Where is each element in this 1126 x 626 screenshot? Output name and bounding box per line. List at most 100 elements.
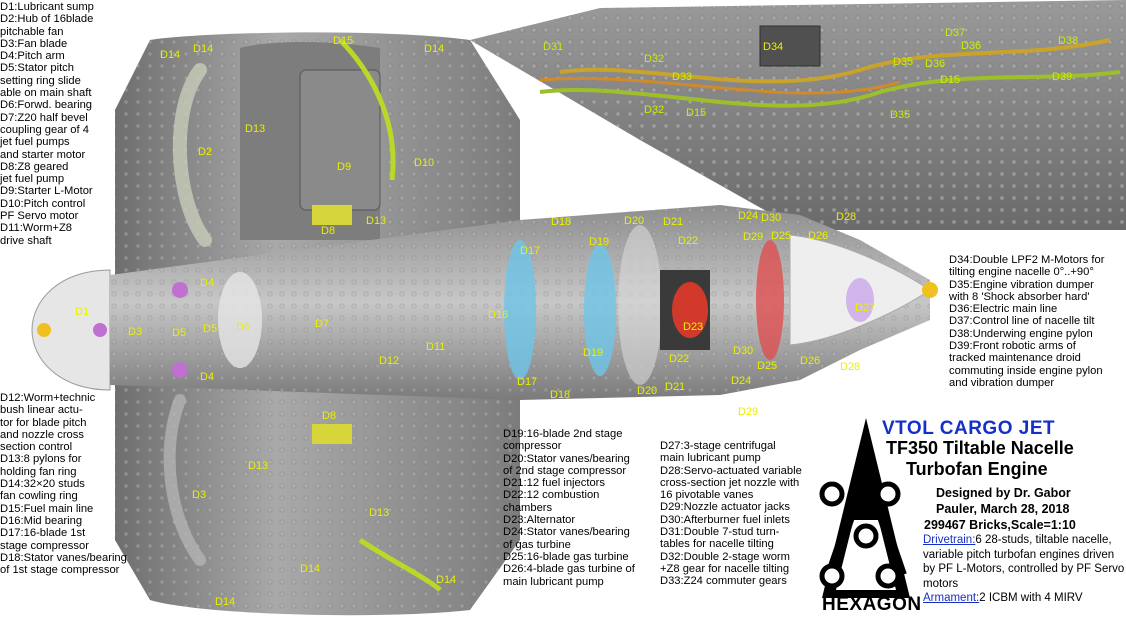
- part-label: D22: [669, 353, 689, 365]
- part-label: D19: [589, 236, 609, 248]
- part-label: D16: [488, 309, 508, 321]
- part-label: D20: [637, 385, 657, 397]
- part-label: D35: [893, 56, 913, 68]
- title-vtol: VTOL CARGO JET: [882, 418, 1056, 439]
- legend-line: tor for blade pitch: [0, 416, 87, 429]
- legend-line: and starter motor: [0, 148, 86, 161]
- legend-line: tracked maintenance droid: [949, 352, 1081, 365]
- part-label: D30: [733, 345, 753, 357]
- part-label: D34: [763, 41, 783, 53]
- brick-count: 299467 Bricks,Scale=1:10: [924, 518, 1076, 532]
- legend-line: D17:16-blade 1st: [0, 527, 86, 540]
- legend-line: D36:Electric main line: [949, 303, 1058, 316]
- legend-line: of 1st stage compressor: [0, 564, 120, 577]
- legend-line: D20:Stator vanes/bearing: [503, 452, 630, 465]
- designer-credit: Designed by Dr. Gabor: [936, 486, 1071, 500]
- part-label: D14: [160, 49, 180, 61]
- engine-pylon: [470, 0, 1126, 230]
- legend-line: 16 pivotable vanes: [660, 489, 754, 502]
- part-label: D36: [925, 58, 945, 70]
- design-date: Pauler, March 28, 2018: [936, 502, 1070, 516]
- legend-line: D16:Mid bearing: [0, 514, 83, 527]
- part-label: D32: [644, 53, 664, 65]
- legend-line: coupling gear of 4: [0, 123, 89, 136]
- specs-block: Drivetrain:6 28-studs, tiltable nacelle,…: [923, 533, 1126, 606]
- part-label: D25: [757, 360, 777, 372]
- part-label: D8: [321, 225, 335, 237]
- legend-line: cross-section jet nozzle with: [660, 476, 800, 489]
- legend-line: D1:Lubricant sump: [0, 1, 94, 13]
- legend-line: D24:Stator vanes/bearing: [503, 526, 630, 539]
- part-label: D28: [836, 211, 856, 223]
- part-label: D29: [738, 406, 758, 418]
- legend-line: +Z8 gear for nacelle tilting: [660, 562, 790, 575]
- legend-line: D31:Double 7-stud turn-: [660, 526, 780, 539]
- legend-line: D28:Servo-actuated variable: [660, 464, 802, 477]
- part-label: D15: [940, 74, 960, 86]
- legend-line: commuting inside engine pylon: [949, 364, 1103, 377]
- part-label: D26: [800, 355, 820, 367]
- armament-key: Armament:: [923, 592, 980, 605]
- legend-line: D18:Stator vanes/bearing: [0, 551, 127, 564]
- part-label: D18: [550, 389, 570, 401]
- part-label: D39: [1052, 71, 1072, 83]
- part-label: D14: [193, 43, 213, 55]
- part-label: D29: [743, 231, 763, 243]
- part-label: D14: [215, 596, 235, 608]
- part-label: D17: [517, 376, 537, 388]
- title-engine: Turbofan Engine: [906, 459, 1048, 479]
- legend-line: D34:Double LPF2 M-Motors for: [949, 254, 1105, 266]
- part-label: D14: [300, 563, 320, 575]
- legend-line: of gas turbine: [503, 538, 571, 551]
- part-label: D17: [520, 245, 540, 257]
- hexagon-wordmark: HEXAGON: [822, 594, 922, 615]
- part-label: D38: [1058, 35, 1078, 47]
- part-label: D24: [731, 375, 751, 387]
- legend-line: jet fuel pump: [0, 173, 65, 186]
- engine-core: [93, 205, 938, 444]
- part-label: D20: [624, 215, 644, 227]
- hexagon-logo: [819, 418, 910, 598]
- legend-line: D26:4-blade gas turbine of: [503, 563, 635, 576]
- part-label: D30: [761, 212, 781, 224]
- legend-line: section control: [0, 441, 73, 454]
- part-label: D36: [961, 40, 981, 52]
- legend-line: drive shaft: [0, 234, 52, 247]
- legend-line: D30:Afterburner fuel inlets: [660, 513, 790, 526]
- part-label: D5: [203, 323, 217, 335]
- legend-line: able on main shaft: [0, 87, 92, 100]
- part-label: D13: [369, 507, 389, 519]
- part-label: D3: [192, 489, 206, 501]
- legend-line: and nozzle cross: [0, 428, 84, 441]
- part-label: D6: [236, 321, 250, 333]
- part-label: D13: [248, 460, 268, 472]
- part-label: D8: [322, 410, 336, 422]
- legend-line: D15:Fuel main line: [0, 502, 94, 515]
- part-label: D32: [644, 104, 664, 116]
- legend-line: D23:Alternator: [503, 514, 576, 527]
- part-label: D9: [337, 161, 351, 173]
- legend-line: D9:Starter L-Motor: [0, 185, 93, 198]
- legend-line: D33:Z24 commuter gears: [660, 575, 787, 588]
- part-labels: D1 D2 D3 D3 D4 D4 D5 D5 D6 D7 D8 D8 D9 D…: [75, 27, 1078, 608]
- part-label: D22: [678, 235, 698, 247]
- part-label: D4: [200, 277, 214, 289]
- legend-line: tilting engine nacelle 0°..+90°: [949, 266, 1094, 279]
- part-label: D19: [583, 347, 603, 359]
- legend-line: D10:Pitch control: [0, 197, 86, 210]
- drivetrain-key: Drivetrain:: [923, 534, 976, 546]
- part-label: D1: [75, 306, 89, 318]
- legend-line: fan cowling ring: [0, 490, 78, 503]
- legend-line: D11:Worm+Z8: [0, 222, 73, 235]
- legend-line: D32:Double 2-stage worm: [660, 550, 790, 563]
- part-label: D27: [855, 302, 875, 314]
- legend-line: D27:3-stage centrifugal: [660, 440, 776, 452]
- nose-cone: [31, 269, 111, 391]
- part-label: D10: [414, 157, 434, 169]
- legend-line: pitchable fan: [0, 25, 64, 38]
